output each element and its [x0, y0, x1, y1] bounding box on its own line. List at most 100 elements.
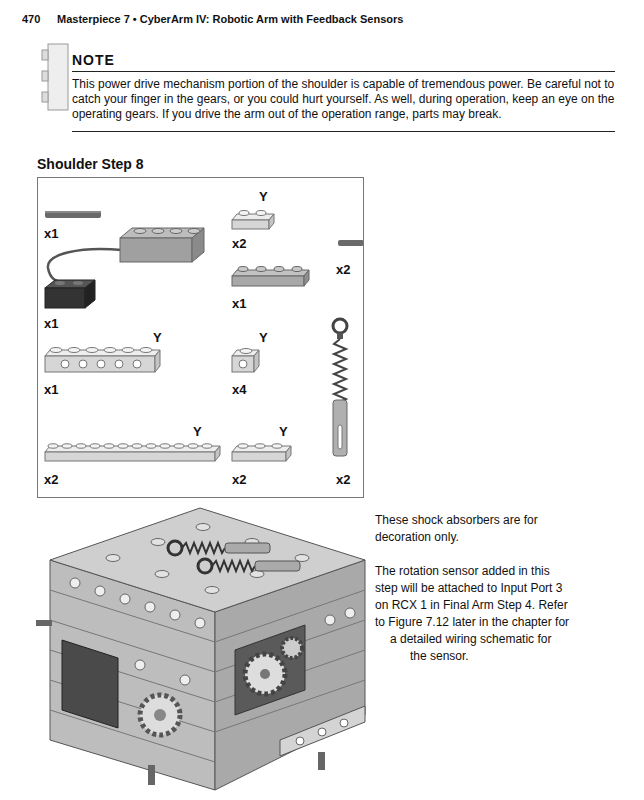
text-indent-step	[375, 648, 410, 665]
axle-part	[45, 211, 101, 218]
technic-beam-1x6-part	[45, 356, 155, 372]
plate-1x12-part	[48, 444, 58, 448]
technic-beam-1x6-part	[104, 348, 116, 353]
shoulder-assembly-illustration	[70, 578, 80, 588]
rotation-sensor-part	[152, 229, 164, 234]
shoulder-assembly-illustration	[50, 710, 215, 762]
technic-beam-1x6-part	[61, 360, 69, 368]
part-count: x2	[232, 472, 246, 487]
technic-beam-1x6-part	[97, 360, 105, 368]
part-count: x2	[336, 472, 350, 487]
plate-1x2-part	[232, 220, 269, 229]
color-code: Y	[259, 330, 268, 345]
shoulder-assembly-illustration	[151, 539, 165, 546]
technic-brick-1x1-part	[232, 349, 259, 373]
plate-1x3-part	[232, 444, 291, 461]
shoulder-assembly-illustration	[196, 524, 210, 531]
plate-1x3-part	[238, 444, 248, 448]
shoulder-assembly-illustration	[212, 561, 255, 571]
plate-1x4-part	[232, 267, 309, 287]
part-count: x2	[232, 236, 246, 251]
shock-absorber-part	[334, 339, 346, 402]
shoulder-assembly-illustration	[318, 728, 326, 736]
plate-1x12-part	[104, 444, 114, 448]
rotation-sensor-part	[134, 229, 146, 234]
shock-absorber-part	[338, 425, 342, 449]
plate-1x3-part	[232, 452, 286, 461]
note-brick-icon	[42, 44, 68, 110]
part-count: x2	[336, 262, 350, 277]
technic-beam-1x6-part	[68, 348, 80, 353]
note-text: This power drive mechanism portion of th…	[72, 72, 615, 131]
plate-1x12-part	[174, 444, 184, 448]
text-indent-step	[375, 665, 430, 682]
shoulder-assembly-illustration	[145, 602, 155, 612]
shoulder-assembly-illustration	[135, 660, 145, 670]
shoulder-assembly-illustration	[195, 618, 205, 628]
callout-note: The rotation sensor added in this step w…	[375, 564, 569, 663]
shoulder-assembly-illustration	[36, 620, 52, 626]
shoulder-assembly-illustration	[140, 695, 180, 735]
technic-beam-1x6-part	[50, 348, 62, 353]
shoulder-assembly-illustration	[148, 765, 155, 785]
shoulder-assembly-illustration	[50, 590, 215, 642]
rotation-sensor-part	[48, 249, 122, 282]
shoulder-assembly-illustration	[296, 737, 304, 745]
shoulder-assembly-illustration	[282, 638, 302, 658]
shoulder-assembly-illustration	[106, 555, 120, 562]
part-count: x4	[232, 382, 246, 397]
note-box: NOTEThis power drive mechanism portion o…	[72, 44, 615, 132]
short-axle-part	[338, 240, 364, 246]
callout-wrap: The rotation sensor added in this step w…	[375, 563, 570, 699]
plate-1x12-part	[146, 444, 156, 448]
rotation-sensor-part	[120, 238, 192, 262]
color-code: Y	[153, 330, 162, 345]
plate-1x2-part	[269, 214, 274, 229]
rotation-sensor-part	[73, 281, 83, 285]
note-brick-icon	[42, 92, 48, 102]
running-header: Masterpiece 7 • CyberArm IV: Robotic Arm…	[57, 13, 403, 25]
plate-1x2-part	[256, 211, 266, 216]
plate-1x12-part	[62, 444, 72, 448]
parts-box: Shoulder Step 8	[37, 155, 364, 498]
shoulder-assembly-illustration	[36, 508, 365, 790]
plate-1x12-part	[188, 444, 198, 448]
rotation-sensor-part	[85, 280, 95, 308]
rotation-sensor-part	[188, 229, 200, 234]
note-brick-icon	[42, 50, 48, 60]
rotation-sensor-part	[55, 281, 65, 285]
plate-1x12-part	[45, 452, 215, 461]
text-indent-step	[375, 631, 390, 648]
plate-1x4-part	[292, 267, 302, 272]
axle-part	[45, 211, 101, 213]
axle-part	[45, 211, 101, 218]
color-code: Y	[279, 424, 288, 439]
shoulder-assembly-illustration	[50, 508, 365, 612]
rotation-sensor-part	[45, 228, 204, 308]
step-heading: Shoulder Step 8	[37, 155, 364, 173]
plate-1x12-part	[202, 444, 212, 448]
technic-brick-1x1-part	[239, 360, 247, 368]
note-heading: NOTE	[72, 44, 615, 72]
part-count: x1	[44, 382, 58, 397]
note-brick-icon	[42, 71, 48, 81]
technic-beam-1x6-part	[79, 360, 87, 368]
color-code: Y	[259, 189, 268, 204]
shock-absorber-part	[337, 333, 343, 339]
shoulder-assembly-illustration	[260, 669, 270, 679]
technic-beam-1x6-part	[122, 348, 134, 353]
shoulder-assembly-illustration	[318, 752, 325, 770]
plate-1x2-part	[232, 211, 274, 230]
plate-1x12-part	[160, 444, 170, 448]
page-number: 470	[22, 13, 40, 25]
shoulder-assembly-illustration	[180, 675, 190, 685]
part-count: x1	[44, 226, 58, 241]
shoulder-assembly-illustration	[154, 709, 166, 721]
rotation-sensor-part	[170, 229, 182, 234]
plate-1x12-part	[76, 444, 86, 448]
plate-1x12-part	[132, 444, 142, 448]
plate-1x12-part	[45, 444, 220, 461]
shoulder-assembly-illustration	[340, 719, 348, 727]
shoulder-assembly-illustration	[205, 587, 219, 594]
note-brick-icon	[48, 44, 68, 110]
